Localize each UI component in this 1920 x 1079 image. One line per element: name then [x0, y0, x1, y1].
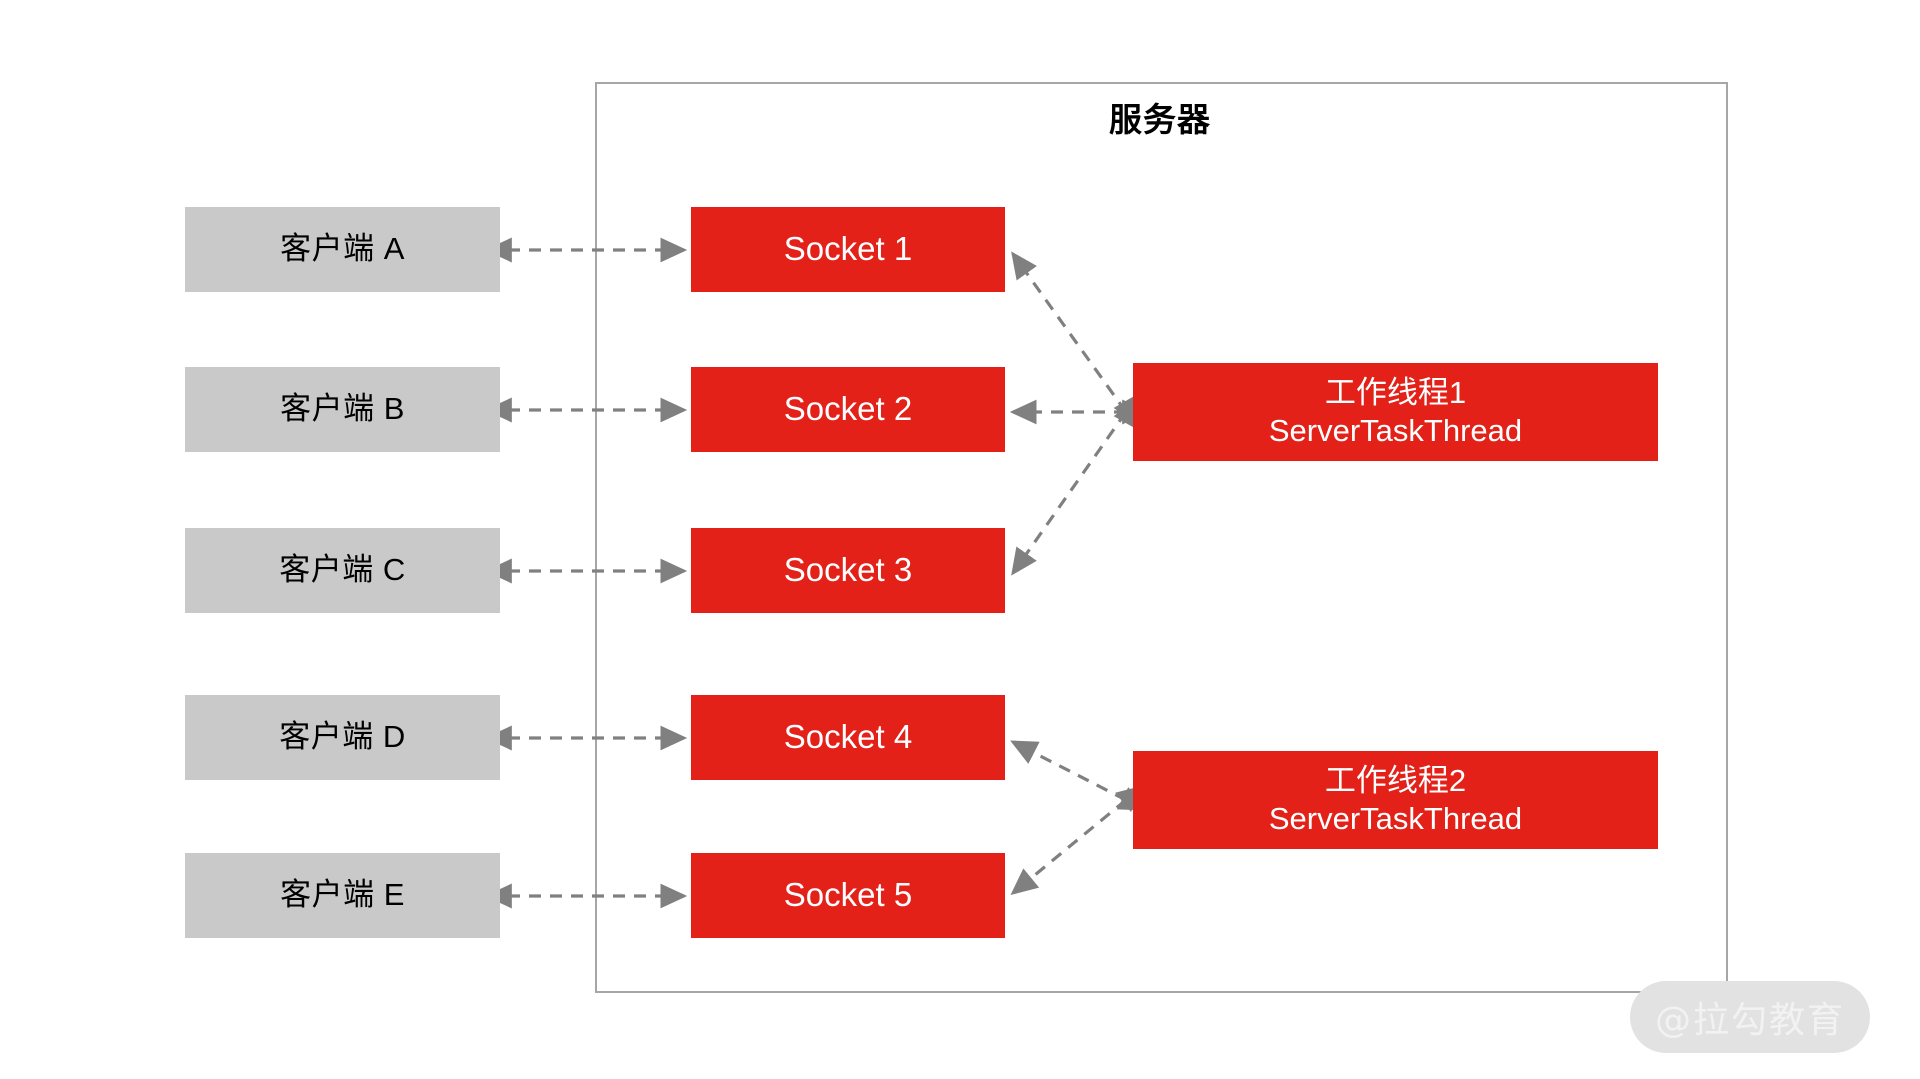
client-label-a: 客户端 A: [280, 231, 405, 267]
socket-box-4[interactable]: Socket 4: [691, 695, 1005, 780]
client-box-a[interactable]: 客户端 A: [185, 207, 500, 292]
server-title: 服务器: [1109, 101, 1211, 138]
socket-label-4: Socket 4: [783, 718, 913, 756]
client-label-c: 客户端 C: [279, 552, 406, 588]
client-label-d: 客户端 D: [279, 719, 406, 755]
server-boundary-frame: [595, 82, 1728, 993]
client-box-e[interactable]: 客户端 E: [185, 853, 500, 938]
worker-thread-box-2[interactable]: 工作线程2 ServerTaskThread: [1133, 751, 1658, 849]
worker-thread-1-class: ServerTaskThread: [1268, 413, 1523, 448]
socket-box-2[interactable]: Socket 2: [691, 367, 1005, 452]
client-box-b[interactable]: 客户端 B: [185, 367, 500, 452]
client-box-d[interactable]: 客户端 D: [185, 695, 500, 780]
socket-label-1: Socket 1: [783, 230, 913, 268]
watermark-badge: @拉勾教育: [1630, 981, 1870, 1053]
socket-label-5: Socket 5: [783, 876, 913, 914]
socket-label-2: Socket 2: [783, 390, 913, 428]
watermark-text: @拉勾教育: [1654, 1000, 1845, 1041]
socket-box-1[interactable]: Socket 1: [691, 207, 1005, 292]
client-label-e: 客户端 E: [280, 877, 405, 913]
client-box-c[interactable]: 客户端 C: [185, 528, 500, 613]
client-label-b: 客户端 B: [280, 391, 405, 427]
socket-box-3[interactable]: Socket 3: [691, 528, 1005, 613]
worker-thread-1-title: 工作线程1: [1324, 375, 1467, 411]
socket-box-5[interactable]: Socket 5: [691, 853, 1005, 938]
worker-thread-2-title: 工作线程2: [1324, 763, 1467, 799]
socket-label-3: Socket 3: [783, 551, 913, 589]
worker-thread-box-1[interactable]: 工作线程1 ServerTaskThread: [1133, 363, 1658, 461]
worker-thread-2-class: ServerTaskThread: [1268, 801, 1523, 836]
